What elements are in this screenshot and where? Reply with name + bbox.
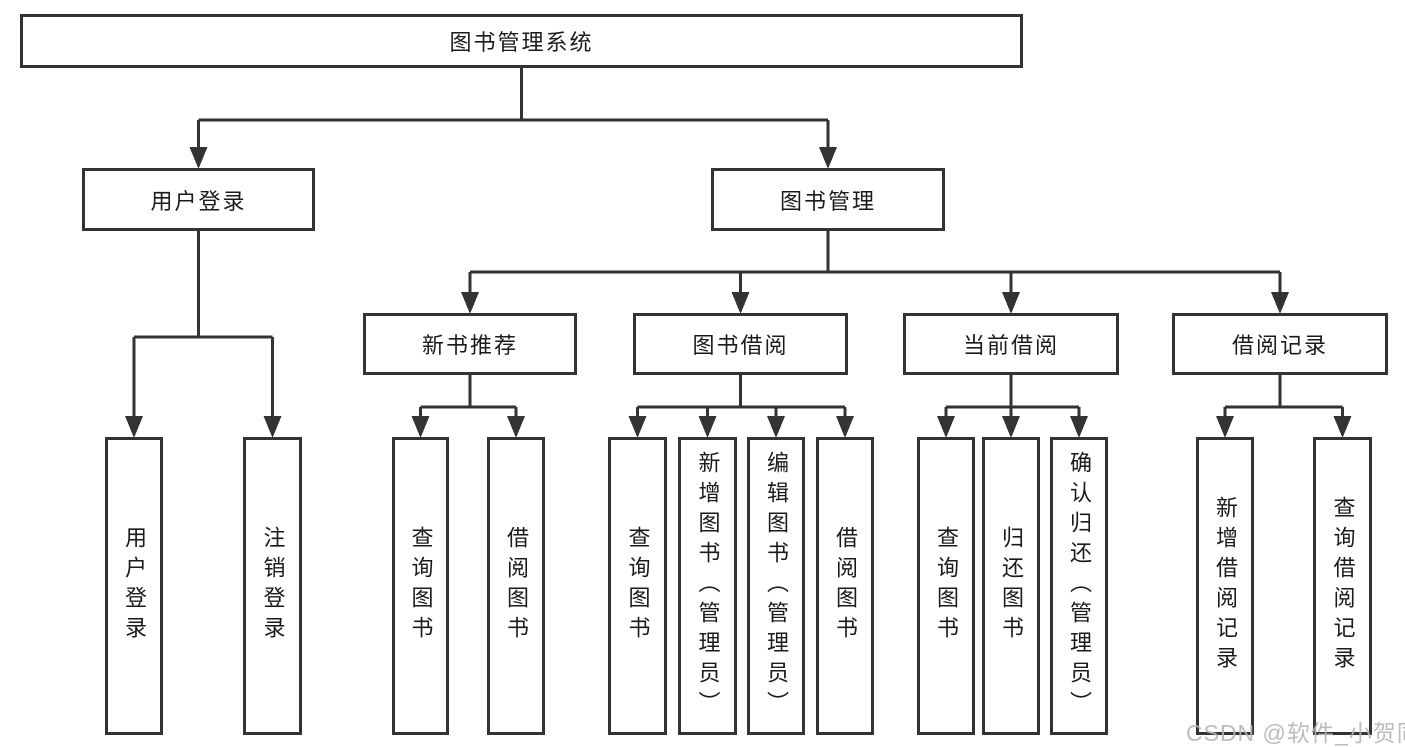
leaf-borrow-books: 借阅图书 [816, 437, 874, 735]
leaf-label: 查询借阅记录 [1330, 496, 1356, 676]
connector-current-to-leaves [937, 373, 1088, 438]
leaf-borrow-books: 借阅图书 [487, 437, 545, 735]
connector-user-to-leaves [125, 230, 282, 438]
node-book-borrowing: 图书借阅 [633, 313, 848, 375]
leaf-label: 确认归还（管理员） [1067, 451, 1092, 721]
leaf-confirm-return-admin: 确认归还（管理员） [1050, 437, 1108, 735]
node-current-borrowing: 当前借阅 [903, 313, 1119, 375]
connector-records-to-leaves [1216, 373, 1352, 438]
leaf-return-books: 归还图书 [982, 437, 1040, 735]
node-label: 当前借阅 [962, 333, 1059, 358]
node-borrowing-records: 借阅记录 [1172, 313, 1388, 375]
leaf-query-books: 查询图书 [608, 437, 667, 735]
leaf-label: 新增图书（管理员） [695, 451, 721, 721]
leaf-label: 归还图书 [999, 526, 1024, 646]
leaf-add-books-admin: 新增图书（管理员） [678, 437, 737, 735]
connector-book-to-level3 [461, 230, 1289, 314]
leaf-label: 查询图书 [408, 526, 434, 646]
leaf-query-books: 查询图书 [392, 437, 449, 735]
leaf-label: 借阅图书 [833, 526, 858, 646]
leaf-user-logout: 注销登录 [243, 437, 302, 735]
node-label: 图书借阅 [692, 333, 789, 358]
leaf-add-borrow-record: 新增借阅记录 [1196, 437, 1254, 735]
connector-root-to-level2 [189, 65, 837, 169]
leaf-user-login: 用户登录 [105, 437, 163, 735]
node-new-book-recommend: 新书推荐 [363, 313, 577, 375]
connector-recommend-to-leaves [411, 373, 525, 438]
connector-borrow-to-leaves [628, 373, 854, 438]
leaf-label: 注销登录 [260, 526, 286, 646]
node-label: 借阅记录 [1231, 333, 1328, 358]
leaf-label: 查询图书 [934, 526, 959, 646]
node-book-management-module: 图书管理 [711, 168, 945, 231]
leaf-label: 编辑图书（管理员） [764, 451, 789, 721]
leaf-query-borrow-record: 查询借阅记录 [1313, 437, 1372, 735]
node-root-label: 图书管理系统 [449, 30, 594, 55]
node-label: 新书推荐 [421, 333, 518, 358]
leaf-label: 用户登录 [122, 526, 147, 646]
node-label: 用户登录 [150, 188, 247, 214]
leaf-edit-books-admin: 编辑图书（管理员） [747, 437, 805, 735]
leaf-label: 新增借阅记录 [1213, 496, 1238, 676]
csdn-watermark: CSDN @软件_小贺同学 [1186, 720, 1405, 746]
leaf-label: 借阅图书 [504, 526, 529, 646]
leaf-query-books: 查询图书 [917, 437, 975, 735]
node-label: 图书管理 [779, 188, 876, 214]
node-user-login-module: 用户登录 [82, 168, 315, 231]
node-root-system: 图书管理系统 [20, 14, 1023, 68]
leaf-label: 查询图书 [625, 526, 651, 646]
